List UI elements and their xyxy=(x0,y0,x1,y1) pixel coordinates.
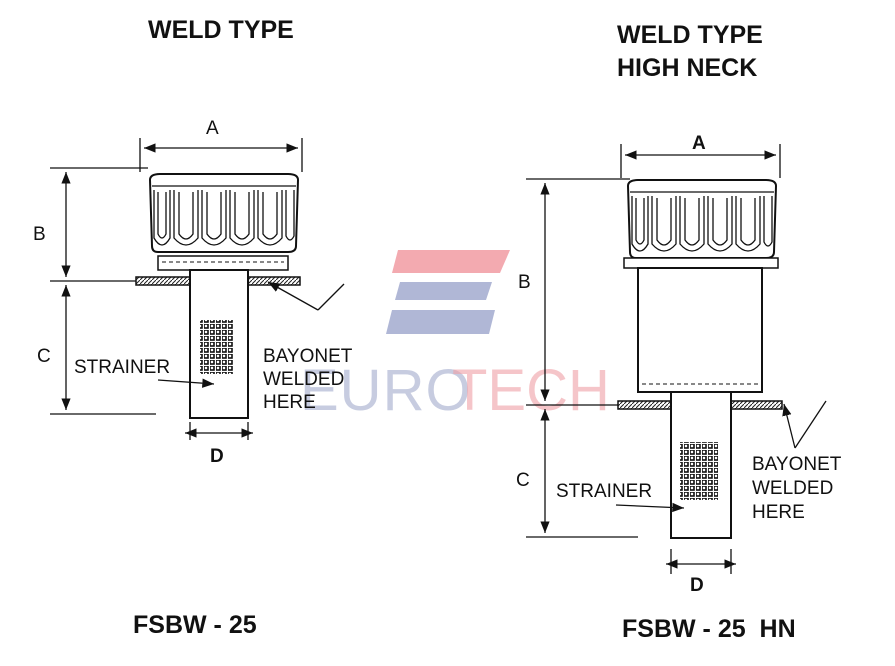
watermark-logo-top xyxy=(392,250,510,273)
left-bayonet-line-3: HERE xyxy=(263,392,316,413)
left-model-label: FSBW - 25 xyxy=(133,611,257,639)
left-dim-d-label: D xyxy=(210,446,224,467)
right-strainer-mesh xyxy=(680,442,718,500)
right-high-neck xyxy=(637,267,763,393)
left-bayonet-line-2: WELDED xyxy=(263,369,344,390)
right-model-label: FSBW - 25 HN xyxy=(622,615,796,643)
right-bayonet-line-1: BAYONET xyxy=(752,454,842,475)
eurotech-watermark: EURO TECH xyxy=(300,250,610,423)
right-breather-cap xyxy=(623,179,779,269)
left-diagram: WELD TYPE xyxy=(33,16,353,639)
left-breather-cap xyxy=(148,173,300,271)
watermark-logo-mid xyxy=(395,282,492,300)
right-dim-a-label: A xyxy=(692,133,706,154)
right-diagram: WELD TYPE HIGH NECK xyxy=(516,21,842,643)
right-dim-c-label: C xyxy=(516,470,530,491)
watermark-logo-bot xyxy=(386,310,495,334)
watermark-text-tech: TECH xyxy=(452,358,610,423)
right-bayonet-line-3: HERE xyxy=(752,502,805,523)
right-title-line-1: WELD TYPE xyxy=(617,21,763,49)
right-dim-d-label: D xyxy=(690,575,704,596)
left-title: WELD TYPE xyxy=(148,16,294,44)
right-dim-b-label: B xyxy=(518,272,531,293)
right-strainer-label: STRAINER xyxy=(556,481,652,502)
left-dim-a-label: A xyxy=(206,118,219,139)
left-strainer-label: STRAINER xyxy=(74,357,170,378)
left-dim-c-label: C xyxy=(37,346,51,367)
watermark-text-euro: EURO xyxy=(300,358,472,423)
left-dim-b-label: B xyxy=(33,224,46,245)
right-title-line-2: HIGH NECK xyxy=(617,54,757,82)
left-strainer-mesh xyxy=(200,320,234,374)
right-bayonet-line-2: WELDED xyxy=(752,478,833,499)
left-bayonet-line-1: BAYONET xyxy=(263,346,353,367)
